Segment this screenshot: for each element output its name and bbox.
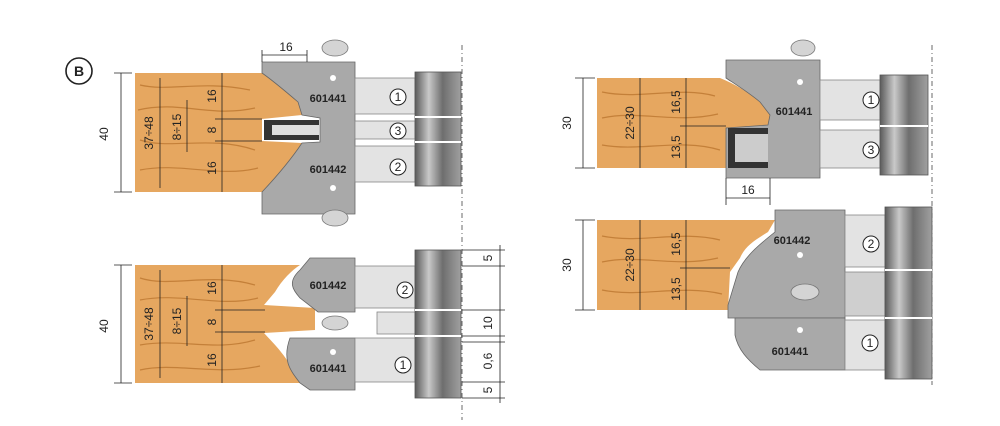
position-number: 3: [868, 143, 875, 157]
position-number: 1: [868, 93, 875, 107]
cutter-plate-top-left: [261, 61, 356, 215]
rim: [414, 249, 462, 399]
rim: [414, 71, 462, 187]
variant-letter: B: [74, 63, 84, 79]
dimension-label: 16,5: [669, 232, 683, 256]
spindle-body: [376, 311, 416, 335]
bottom-left-assembly: 601442 601441 2 1 40 37÷48 8÷15 16 8 16 …: [97, 245, 505, 403]
dimension-label: 16: [205, 161, 219, 175]
dimension-label: 40: [97, 319, 111, 333]
part-code: 601441: [772, 346, 809, 358]
bolt: [790, 283, 820, 301]
spacer-dimension: 10: [481, 316, 495, 330]
cutter-plate-lower: [734, 317, 846, 371]
part-code: 601442: [774, 235, 811, 247]
top-right-assembly: 601441 1 3 30 22÷30 16,5 13,5 16: [560, 39, 929, 205]
spacer-dimension: 5: [481, 254, 495, 261]
workpiece-top-left: [135, 73, 302, 192]
bolt-top: [321, 39, 349, 57]
dimension-label: 40: [97, 127, 111, 141]
dimension-label: 37÷48: [142, 307, 156, 341]
position-number: 1: [400, 358, 407, 372]
spacer-dimension: 0,6: [481, 352, 495, 369]
dimension-label: 30: [560, 116, 574, 130]
bolt: [321, 315, 349, 331]
position-number: 2: [868, 237, 875, 251]
hole: [330, 185, 336, 191]
bolt-bottom: [321, 209, 349, 227]
top-left-assembly: 601441 601442 1 3 2 16 40 37÷48 8÷15 16 …: [97, 39, 462, 227]
workpiece-bottom-left: [135, 265, 315, 383]
position-number: 2: [395, 160, 402, 174]
variant-label: B: [65, 57, 93, 85]
dimension-label: 30: [560, 258, 574, 272]
dimension-label: 16: [205, 353, 219, 367]
dimension-label: 16: [279, 40, 293, 54]
rim: [884, 206, 933, 380]
cutter-plate-lower: [286, 337, 356, 391]
position-number: 1: [395, 90, 402, 104]
dimension-label: 13,5: [669, 135, 683, 159]
dimension-label: 22÷30: [623, 248, 637, 282]
dimension-label: 16,5: [669, 90, 683, 114]
spacer-dimension: 5: [481, 386, 495, 393]
dimension-label: 22÷30: [623, 106, 637, 140]
spindle-body: [354, 145, 416, 183]
dimension-label: 16: [205, 89, 219, 103]
dimension-label: 16: [205, 281, 219, 295]
groove-cutter-inner: [272, 125, 319, 135]
dimension-label: 16: [741, 183, 755, 197]
part-code: 601442: [310, 280, 347, 292]
dimension-label: 8÷15: [170, 113, 184, 140]
part-code: 601442: [310, 164, 347, 176]
part-code: 601441: [310, 93, 347, 105]
bottom-right-assembly: 601442 601441 2 1 30 22÷30 16,5 13,5: [560, 206, 933, 380]
position-number: 3: [395, 124, 402, 138]
bolt: [790, 39, 816, 57]
dimension-label: 8: [205, 126, 219, 133]
part-code: 601441: [776, 106, 813, 118]
position-number: 2: [402, 283, 409, 297]
dimension-label: 8: [205, 318, 219, 325]
position-number: 1: [867, 336, 874, 350]
dimension-label: 13,5: [669, 277, 683, 301]
dimension-label: 37÷48: [142, 116, 156, 150]
wood-grain: [137, 84, 259, 173]
cutter-plate-upper: [292, 257, 356, 313]
part-code: 601441: [310, 363, 347, 375]
dimension-label: 8÷15: [170, 307, 184, 334]
hole: [330, 75, 336, 81]
